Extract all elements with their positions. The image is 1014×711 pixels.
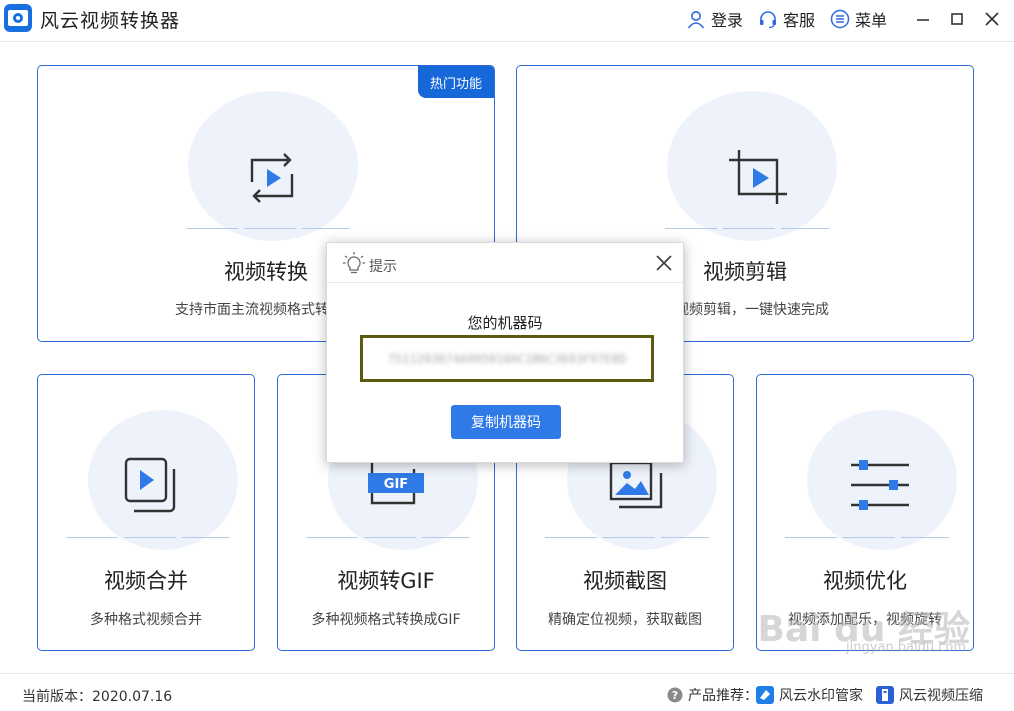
close-icon[interactable] — [981, 8, 1003, 30]
copy-machine-code-button[interactable]: 复制机器码 — [451, 405, 561, 439]
card-divider — [545, 537, 709, 538]
headset-icon — [760, 11, 776, 29]
product-link-watermark[interactable]: 风云水印管家 — [756, 685, 863, 705]
minimize-icon[interactable] — [912, 8, 934, 30]
login-button[interactable]: 登录 — [686, 8, 743, 30]
svg-text:?: ? — [672, 689, 678, 702]
watermark-app-icon — [756, 686, 774, 704]
card-description: ，视频剪辑，一键快速完成 — [661, 302, 829, 318]
card-divider — [66, 537, 230, 538]
card-background-shape — [667, 91, 837, 241]
card-video-optimize[interactable]: 视频优化 视频添加配乐，视频旋转 — [756, 374, 974, 651]
card-divider — [665, 228, 829, 229]
merge-icon — [124, 457, 176, 513]
card-description: 多种视频格式转换成GIF — [311, 612, 461, 628]
user-icon — [687, 11, 705, 29]
app-title: 风云视频转换器 — [40, 10, 181, 32]
hot-feature-badge: 热门功能 — [418, 66, 494, 98]
menu-label: 菜单 — [855, 11, 888, 30]
card-title: 视频转换 — [224, 260, 308, 284]
card-divider — [186, 228, 350, 229]
crop-icon — [729, 150, 787, 204]
status-bar: 当前版本：2020.07.16 ? 产品推荐： 风云水印管家 风云视频压缩 — [0, 673, 1014, 711]
gif-icon-label: GIF — [384, 477, 408, 492]
product-name: 风云水印管家 — [779, 688, 863, 704]
card-background-shape — [188, 91, 358, 241]
menu-button[interactable]: 菜单 — [830, 8, 887, 30]
lightbulb-icon — [343, 252, 365, 274]
dialog-title: 提示 — [369, 259, 397, 275]
baidu-watermark-url: jingyan.baidu.com — [846, 640, 966, 655]
card-description: 支持市面主流视频格式转换， — [175, 302, 357, 318]
machine-code-dialog: 提示 您的机器码 复制机器码 — [326, 242, 684, 463]
maximize-icon[interactable] — [946, 8, 968, 30]
menu-icon — [830, 9, 850, 29]
card-title: 视频转GIF — [337, 569, 435, 593]
sliders-icon — [851, 460, 909, 510]
card-divider — [785, 537, 949, 538]
dialog-close-icon[interactable] — [653, 252, 675, 274]
card-background-shape — [807, 410, 957, 550]
app-logo-icon — [4, 4, 32, 32]
card-description: 精确定位视频，获取截图 — [548, 612, 702, 628]
card-title: 视频截图 — [583, 569, 667, 593]
baidu-watermark: Bai du 经验 — [757, 609, 970, 650]
card-divider — [306, 537, 470, 538]
machine-code-box — [360, 335, 654, 382]
version-label: 当前版本：2020.07.16 — [22, 689, 173, 705]
card-title: 视频合并 — [104, 569, 188, 593]
gif-icon: GIF — [368, 449, 424, 505]
title-bar: 风云视频转换器 登录 客服 菜单 — [0, 0, 1014, 42]
card-video-merge[interactable]: 视频合并 多种格式视频合并 — [37, 374, 255, 651]
card-video-edit[interactable]: 视频剪辑 ，视频剪辑，一键快速完成 — [516, 65, 974, 342]
machine-code-field[interactable] — [372, 351, 642, 366]
card-video-convert[interactable]: 视频转换 支持市面主流视频格式转换， 热门功能 — [37, 65, 495, 342]
dialog-header: 提示 — [327, 243, 683, 283]
card-title: 视频剪辑 — [703, 260, 787, 284]
recommend-label: 产品推荐： — [688, 688, 758, 704]
machine-code-label: 您的机器码 — [467, 314, 543, 332]
product-link-compress[interactable]: 风云视频压缩 — [876, 685, 983, 705]
card-description: 视频添加配乐，视频旋转 — [788, 612, 942, 628]
help-icon: ? — [667, 687, 683, 703]
service-label: 客服 — [783, 11, 816, 30]
product-recommend: ? 产品推荐： — [667, 685, 758, 705]
image-capture-icon — [609, 461, 663, 509]
product-name: 风云视频压缩 — [899, 688, 983, 704]
compress-app-icon — [876, 686, 894, 704]
card-description: 多种格式视频合并 — [90, 612, 202, 628]
card-background-shape — [88, 410, 238, 550]
service-button[interactable]: 客服 — [758, 8, 815, 30]
convert-icon — [250, 153, 294, 203]
login-label: 登录 — [711, 11, 744, 30]
card-title: 视频优化 — [823, 569, 907, 593]
